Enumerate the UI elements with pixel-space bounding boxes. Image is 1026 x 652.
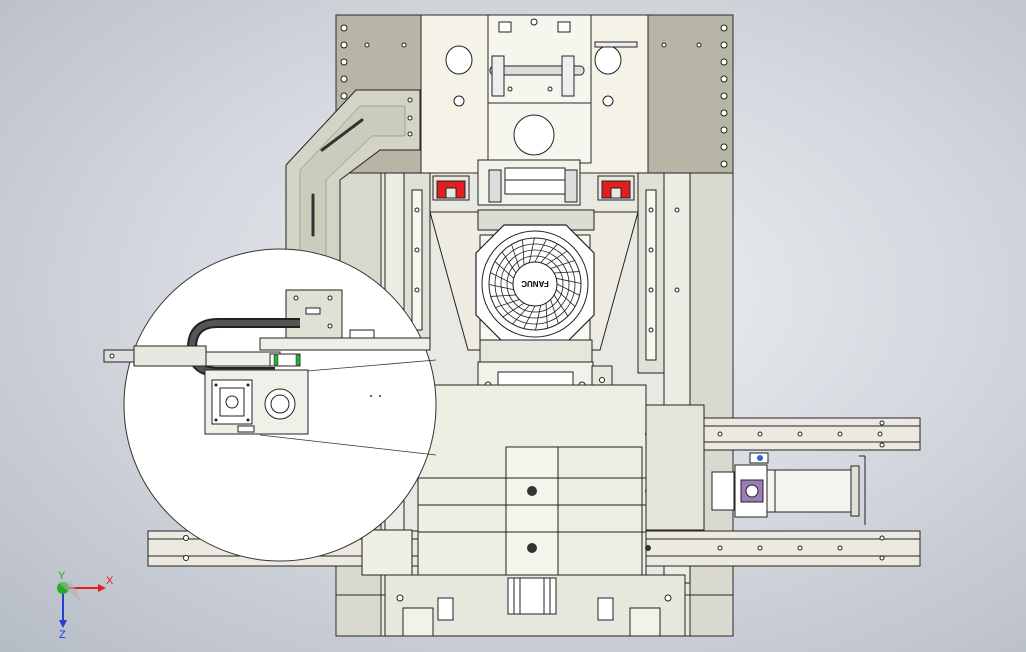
x-axis-arrowhead: [98, 584, 106, 592]
pneumatic-cylinder[interactable]: [103, 345, 301, 367]
fan-ring: [500, 249, 570, 319]
triad-shadow: [57, 582, 80, 602]
detail-motor-mount: [204, 369, 309, 435]
fan-ring: [506, 255, 564, 313]
y-axis-label: Y: [58, 570, 66, 582]
motor-brand-label: FANUC: [521, 279, 549, 288]
x-axis-servo-motor[interactable]: [711, 452, 866, 525]
z-axis-arrowhead: [59, 620, 67, 628]
fan-ring: [494, 243, 576, 325]
z-axis-label: Z: [59, 629, 66, 640]
fan-grille: [488, 237, 582, 331]
linear-guide-block-right[interactable]: [597, 175, 635, 201]
linear-guide-block-left[interactable]: [432, 175, 470, 201]
z-axis-head-plate[interactable]: [420, 14, 649, 174]
fanuc-spindle-motor[interactable]: FANUC: [475, 224, 595, 344]
x-axis-label: X: [106, 575, 114, 587]
z-belt-drive: [477, 159, 581, 206]
work-table-saddle[interactable]: [361, 384, 705, 596]
coordinate-triad: X Y Z: [57, 570, 114, 640]
right-edge-bolts: [661, 24, 728, 168]
y-axis-drive-bottom: [384, 574, 686, 637]
